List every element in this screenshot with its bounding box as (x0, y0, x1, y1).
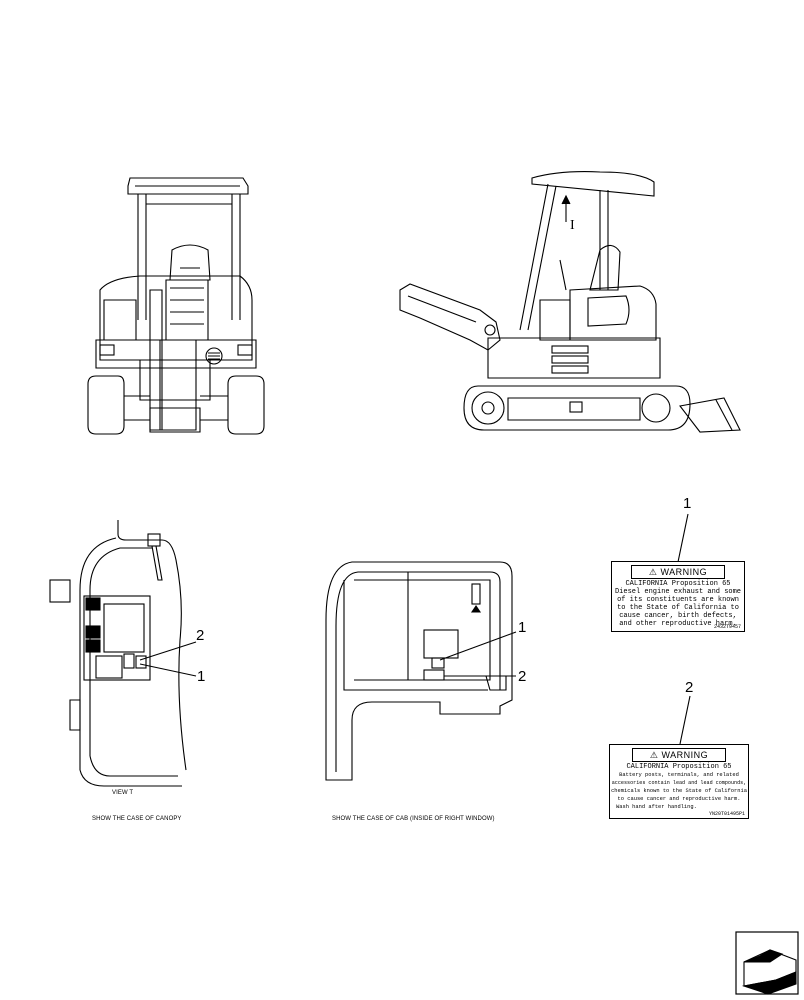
label1-part-code: 2432T9457 (713, 624, 741, 630)
label2-line: to cause cancer and reproductive harm. (617, 796, 741, 802)
label2-line: CALIFORNIA Proposition 65 (626, 763, 732, 771)
warning-title-2: ⚠ WARNING (632, 748, 726, 762)
caption-canopy: SHOW THE CASE OF CANOPY (92, 816, 182, 822)
label2-part-code: YN20T01495P1 (708, 811, 745, 817)
warning-label-1: ⚠ WARNING CALIFORNIA Proposition 65 Dies… (611, 561, 745, 632)
callout-label-2: 2 (685, 679, 694, 696)
canopy-detail-view (49, 520, 197, 787)
caption-view-t: VIEW T (112, 790, 134, 796)
label2-line: Battery posts, terminals, and related (619, 772, 739, 778)
label1-line: of its constituents are known (617, 596, 739, 604)
callout-cab-2: 2 (518, 668, 527, 685)
callout-cab-1: 1 (518, 619, 527, 636)
callout-label-1: 1 (683, 495, 692, 512)
label1-line: cause cancer, birth defects, (619, 612, 737, 620)
warning-label-2: ⚠ WARNING CALIFORNIA Proposition 65 Batt… (609, 744, 749, 819)
caption-cab: SHOW THE CASE OF CAB (INSIDE OF RIGHT WI… (332, 816, 495, 822)
excavator-front-view (87, 177, 265, 435)
label1-line: to the State of California to (617, 604, 739, 612)
warning-title-text: WARNING (660, 567, 708, 577)
warning-triangle-icon: ⚠ (648, 566, 658, 577)
cab-detail-view (325, 561, 517, 781)
warning-title-text: WARNING (661, 750, 709, 760)
view-marker: I (570, 218, 575, 233)
warning-triangle-icon: ⚠ (649, 749, 659, 760)
excavator-side-view (399, 171, 741, 433)
label1-line: and other reproductive harm. (619, 620, 737, 628)
label1-line: CALIFORNIA Proposition 65 (625, 580, 731, 588)
label1-line: Diesel engine exhaust and some (614, 588, 742, 596)
arrow-page-icon[interactable] (735, 931, 799, 995)
callout-canopy-1: 1 (197, 668, 206, 685)
warning-title-1: ⚠ WARNING (631, 565, 725, 579)
label2-line: chemicals known to the State of Californ… (611, 788, 747, 794)
label2-line: Wash hand after handling. (616, 804, 697, 810)
label2-line: accessories contain lead and lead compou… (611, 780, 747, 786)
label-leaders (677, 513, 691, 745)
callout-canopy-2: 2 (196, 627, 205, 644)
